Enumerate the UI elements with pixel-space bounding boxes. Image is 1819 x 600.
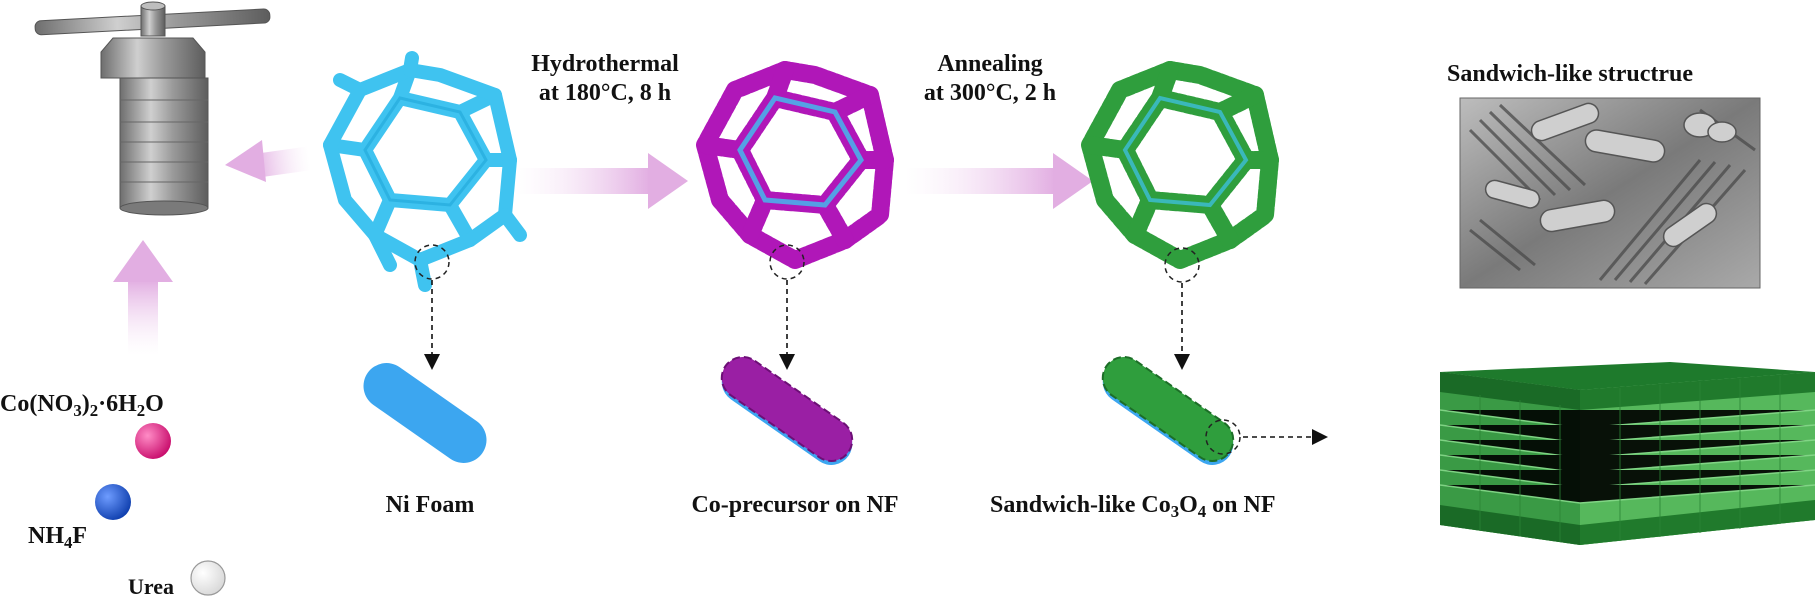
ni-foam-label: Ni Foam bbox=[385, 492, 475, 518]
sem-image bbox=[1459, 97, 1761, 289]
sandwich-structure-3d bbox=[1439, 362, 1816, 545]
arrow-hydrothermal bbox=[515, 153, 688, 209]
hydrothermal-line2: at 180°C, 8 h bbox=[538, 79, 672, 106]
ni-foam-dodecahedron bbox=[323, 51, 527, 292]
co-precursor-label: Co-precursor on NF bbox=[691, 492, 899, 518]
arrow-annealing bbox=[905, 153, 1093, 209]
nh4f-ball bbox=[95, 484, 131, 520]
arrow-up-to-autoclave bbox=[113, 240, 173, 355]
urea-label: Urea bbox=[128, 574, 175, 599]
hydrothermal-line1: Hydrothermal bbox=[531, 51, 679, 77]
annealing-line1: Annealing bbox=[937, 51, 1043, 77]
urea-ball bbox=[190, 560, 226, 596]
hydrothermal-label: Hydrothermal at 180°C, 8 h bbox=[505, 50, 705, 108]
ni-foam-strut bbox=[363, 363, 487, 463]
cobalt-nitrate-label: Co(NO3)2·6H2O bbox=[0, 391, 164, 421]
product-label: Sandwich-like Co3O4 on NF bbox=[990, 492, 1276, 522]
nh4f-label: NH4F bbox=[28, 523, 88, 553]
autoclave-icon bbox=[34, 1, 271, 216]
co3o4-strut bbox=[1101, 356, 1235, 465]
co-precursor-strut bbox=[720, 356, 854, 465]
cobalt-nitrate-ball bbox=[135, 423, 171, 459]
sem-title: Sandwich-like structrue bbox=[1447, 61, 1693, 87]
arrow-left-to-autoclave bbox=[225, 140, 312, 182]
annealing-label: Annealing at 300°C, 2 h bbox=[900, 50, 1080, 108]
annealing-line2: at 300°C, 2 h bbox=[923, 79, 1057, 106]
